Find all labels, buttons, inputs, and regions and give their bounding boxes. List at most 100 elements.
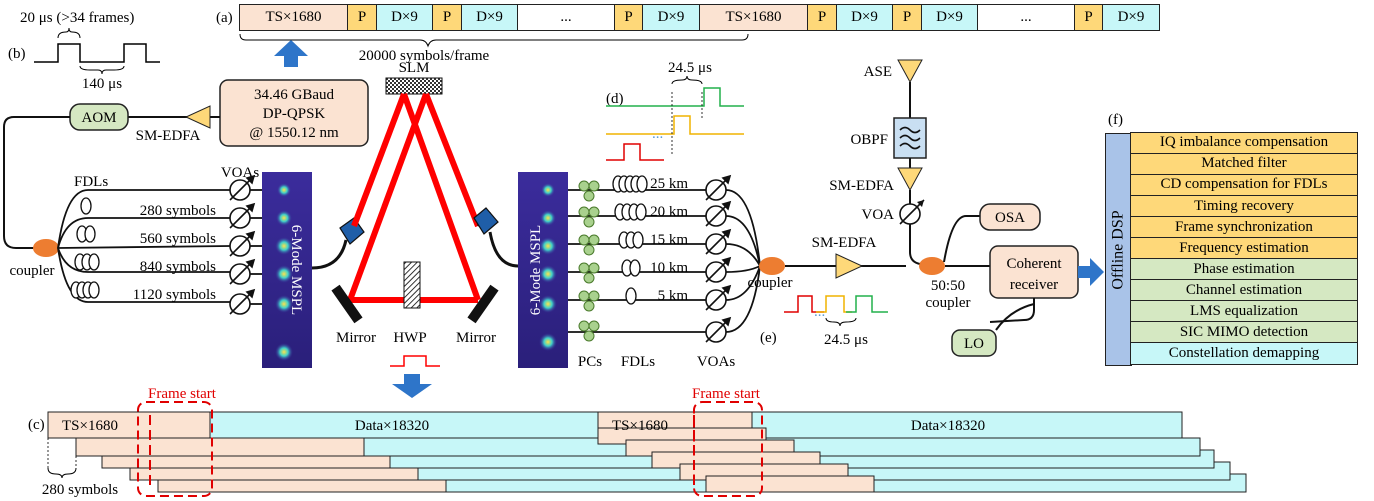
sm-edfa-tx-label: SM-EDFA	[136, 128, 201, 144]
sm-edfa-ase-label: SM-EDFA	[829, 178, 894, 194]
tx-wavelength: @ 1550.12 nm	[249, 125, 339, 141]
tx-baud: 34.46 GBaud	[254, 87, 334, 103]
pilot-segment: P	[1073, 4, 1104, 31]
pulse-width-label: 20 μs (>34 frames)	[20, 10, 134, 26]
fdls-tx-label: FDLs	[74, 174, 108, 190]
pulse-brace	[57, 27, 81, 39]
rx-label-2: receiver	[1010, 277, 1058, 293]
delay-rx-2: 20 km	[650, 204, 688, 220]
delay-rx-5: 5 km	[658, 288, 689, 304]
dsp-steps: IQ imbalance compensation Matched filter…	[1130, 131, 1358, 366]
data-label-1: Data×18320	[355, 418, 429, 434]
ase-label: ASE	[864, 64, 892, 80]
obpf-label: OBPF	[850, 132, 888, 148]
coupler-tx-icon	[33, 239, 59, 257]
data-label-2: Data×18320	[911, 418, 985, 434]
frame-structure-a: TS×1680 P D×9 P D×9 ... P D×9 TS×1680 P …	[238, 4, 1160, 31]
dsp-step: Frame synchronization	[1130, 215, 1358, 239]
frame-start-label-2: Frame start	[692, 386, 761, 402]
pulse-train	[34, 43, 160, 63]
frame-start-marker	[137, 401, 213, 497]
pilot-segment: P	[892, 4, 922, 31]
data-segment: D×9	[835, 4, 894, 31]
ts-label-2: TS×1680	[612, 418, 668, 434]
ts-segment: TS×1680	[238, 4, 349, 31]
timing-e-label: 24.5 μs	[824, 332, 868, 348]
dsp-step: Constellation demapping	[1130, 342, 1358, 366]
ellipsis-e: ...	[814, 304, 825, 320]
hwp-label: HWP	[393, 330, 426, 346]
delay-tx-4: 1120 symbols	[133, 287, 216, 303]
timing-diagram-e	[784, 295, 888, 313]
arrow-down-icon	[392, 374, 432, 398]
dsp-step: LMS equalization	[1130, 300, 1358, 323]
data-segment: D×9	[642, 4, 700, 31]
panel-label-a: (a)	[216, 10, 233, 26]
lo-label: LO	[964, 336, 984, 352]
mirror-left-icon	[331, 284, 363, 324]
panel-label-c: (c)	[28, 417, 45, 433]
panel-label-f: (f)	[1108, 112, 1123, 128]
mspl-rx-label: 6-Mode MSPL	[528, 225, 544, 315]
pilot-segment: P	[347, 4, 377, 31]
rx-combine-fibers	[725, 189, 761, 333]
data-segment: D×9	[460, 4, 519, 31]
osa-box	[979, 203, 1041, 231]
mode-spots	[275, 183, 293, 361]
frame-brace	[239, 33, 749, 48]
coupler-5050-label-a: 50:50	[931, 278, 965, 294]
pilot-segment: P	[613, 4, 644, 31]
pc-icon	[578, 180, 600, 342]
ellipsis-segment: ...	[977, 4, 1075, 31]
mirror-left-label: Mirror	[336, 330, 376, 346]
delay-rx-1: 25 km	[650, 176, 688, 192]
frame-alignment-c	[47, 411, 1247, 493]
delay-rx-3: 15 km	[650, 232, 688, 248]
slm-label: SLM	[399, 60, 430, 76]
fdls-rx-label: FDLs	[621, 354, 655, 370]
period-brace	[79, 65, 125, 75]
tx-format: DP-QPSK	[263, 106, 326, 122]
coupler-5050-label-b: coupler	[926, 295, 971, 311]
delay-rx-4: 10 km	[650, 260, 688, 276]
dsp-step: Frequency estimation	[1130, 236, 1358, 260]
ellipsis-segment: ...	[517, 4, 615, 31]
coupler-rx-label: coupler	[748, 275, 793, 291]
dsp-step: Timing recovery	[1130, 194, 1358, 218]
delay-tx-2: 560 symbols	[140, 231, 216, 247]
slm-icon	[385, 77, 443, 95]
frame-start-marker	[693, 401, 763, 497]
arrow-right-icon	[1078, 258, 1104, 286]
coupler-5050-icon	[919, 257, 945, 275]
lo-box	[951, 329, 997, 357]
fdl-spools-rx	[612, 175, 648, 305]
mirror-right-label: Mirror	[456, 330, 496, 346]
delay-tx-3: 840 symbols	[140, 259, 216, 275]
offline-dsp-label: Offline DSP	[1105, 133, 1132, 366]
offset-label: 280 symbols	[42, 482, 118, 498]
voas-rx-label: VOAs	[697, 354, 735, 370]
frame-start-label-1: Frame start	[148, 386, 217, 402]
amplifier-icon	[897, 167, 923, 192]
dsp-step: IQ imbalance compensation	[1130, 131, 1358, 155]
transmitter-box	[219, 79, 369, 147]
collimator-icon	[339, 217, 365, 245]
data-segment: D×9	[920, 4, 979, 31]
pulse-period-label: 140 μs	[82, 76, 122, 92]
panel-label-b: (b)	[8, 46, 26, 62]
laser-beam	[347, 92, 481, 303]
mspl-tx-label: 6-Mode MSPL	[288, 225, 304, 315]
panel-label-d: (d)	[606, 91, 624, 107]
coupler-tx-label: coupler	[10, 263, 55, 279]
aom-label: AOM	[81, 110, 116, 126]
sm-edfa-rx-label: SM-EDFA	[812, 235, 877, 251]
pcs-label: PCs	[578, 354, 602, 370]
amplifier-icon	[835, 253, 864, 279]
dsp-step: CD compensation for FDLs	[1130, 173, 1358, 197]
amplifier-icon	[184, 105, 211, 129]
mirror-right-icon	[467, 284, 499, 324]
delay-tx-1: 280 symbols	[140, 203, 216, 219]
panel-label-e: (e)	[760, 330, 777, 346]
timing-d-label: 24.5 μs	[668, 60, 712, 76]
rx-label-1: Coherent	[1007, 256, 1063, 272]
